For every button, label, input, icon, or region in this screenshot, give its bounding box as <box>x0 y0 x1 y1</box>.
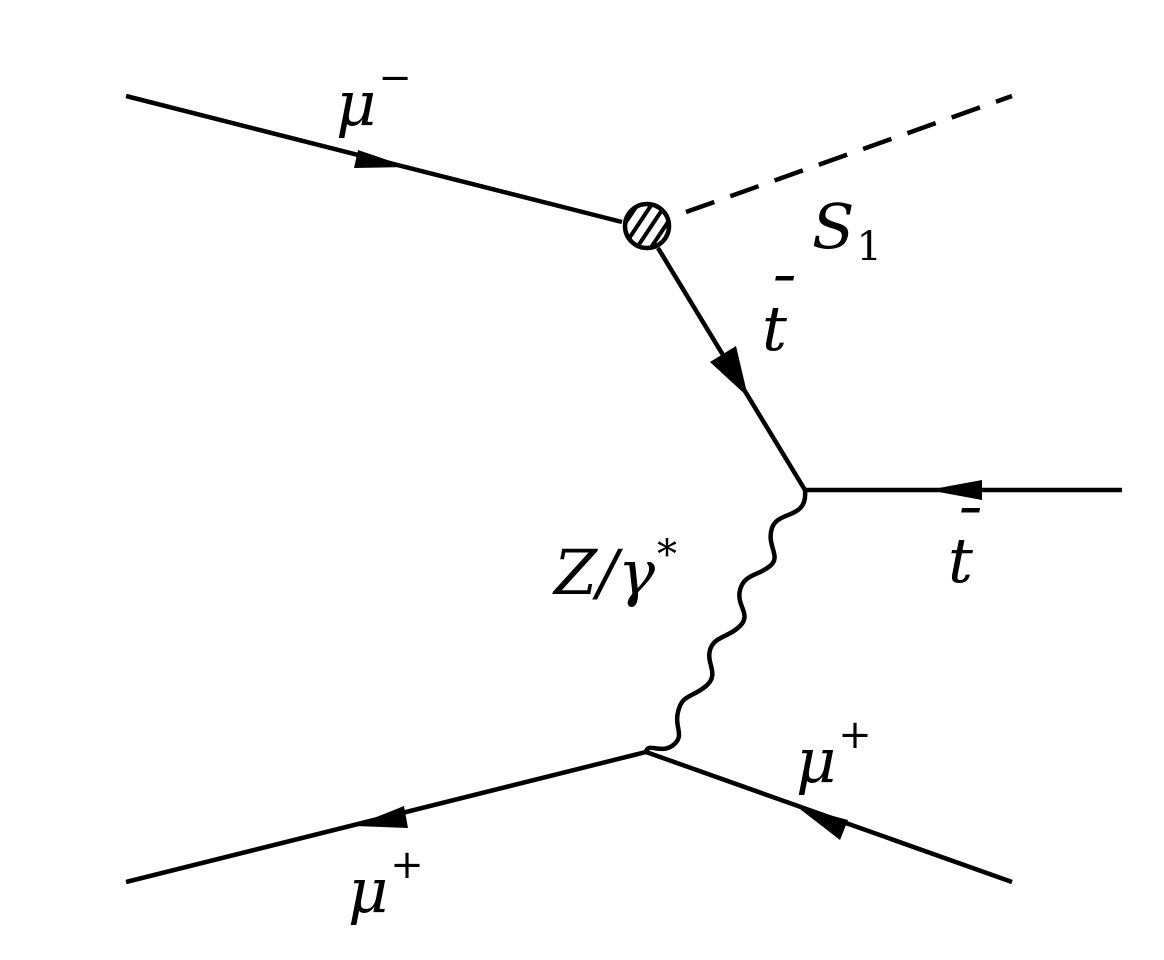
boson-wavy-line <box>643 489 808 753</box>
svg-text:t: t <box>762 292 787 365</box>
mu-plus-in-arrow <box>354 806 408 828</box>
effective-vertex-blob <box>622 201 672 251</box>
mu-minus-arrow <box>354 150 408 168</box>
label-tbar-internal: t ¯ <box>762 264 795 365</box>
label-mu-plus-in: μ+ <box>348 842 424 927</box>
mu-plus-out-arrow <box>796 806 848 840</box>
svg-text:¯: ¯ <box>950 496 981 569</box>
label-mu-minus: μ− <box>336 55 412 140</box>
scalar-s1-line <box>685 93 1013 215</box>
label-z-gamma: Z/γ* <box>552 532 677 609</box>
label-tbar-out: t ¯ <box>948 496 981 597</box>
label-mu-plus-out: μ+ <box>796 712 872 797</box>
label-s1: S1 <box>812 190 882 270</box>
svg-text:¯: ¯ <box>764 264 795 337</box>
tbar-internal-arrow <box>710 346 748 397</box>
tbar-out-arrow <box>928 480 982 500</box>
svg-text:t: t <box>948 524 973 597</box>
